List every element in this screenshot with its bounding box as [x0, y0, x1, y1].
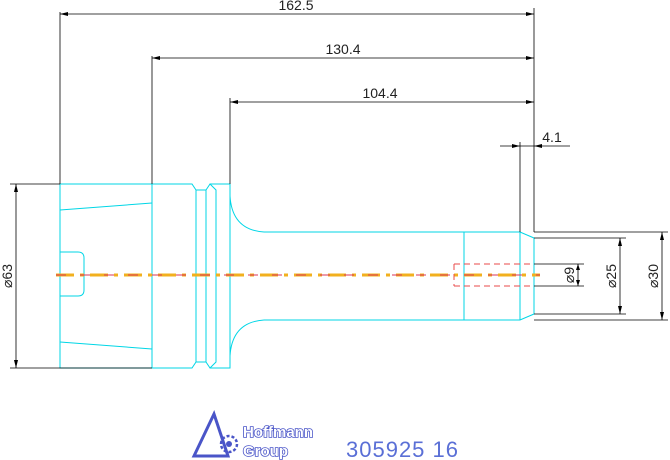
dim-4-1-label: 4.1 [542, 129, 562, 145]
logo-gear-icon [219, 434, 239, 454]
shank-fillet [229, 195, 265, 357]
logo-brand-line1: Hoffmann [243, 424, 313, 441]
dim-dia-9-label: ⌀9 [561, 267, 577, 283]
logo-emblem-icon [191, 409, 231, 458]
collet-taper [59, 202, 153, 350]
dim-dia-25-label: ⌀25 [603, 264, 619, 288]
dim-130-4-label: 130.4 [325, 41, 360, 57]
part-number: 305925 16 [346, 437, 459, 460]
hidden-bore [453, 263, 534, 287]
dimension-arrows [14, 12, 664, 368]
logo-brand-line2: Group [243, 443, 288, 460]
dim-dia-30-label: ⌀30 [645, 264, 661, 288]
dim-162-5-label: 162.5 [278, 0, 313, 13]
dim-dia-63-label: ⌀63 [0, 264, 15, 288]
dim-104-4-label: 104.4 [362, 85, 397, 101]
hoffmann-logo: Hoffmann Group [191, 409, 314, 460]
dimension-lines [10, 8, 668, 369]
